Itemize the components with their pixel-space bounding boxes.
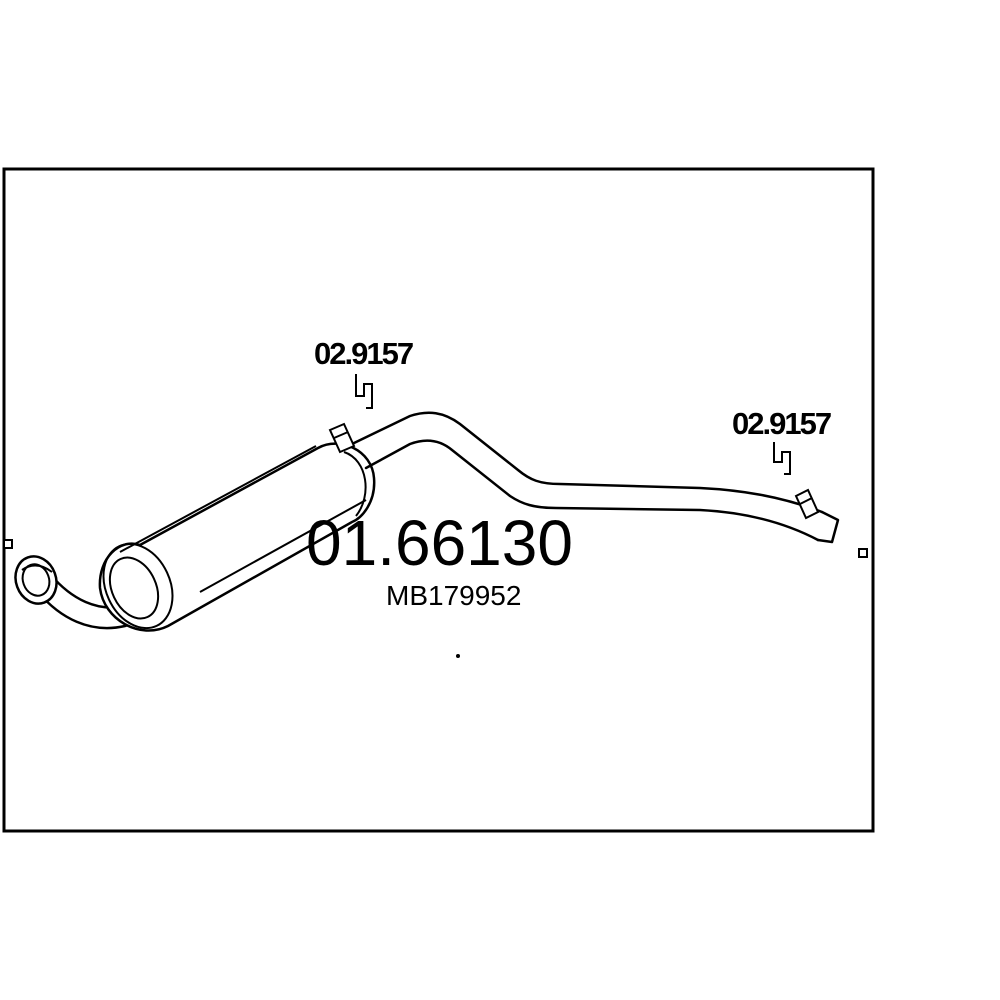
mounting-bracket-2: [794, 488, 820, 520]
right-resize-handle[interactable]: [858, 548, 868, 558]
inlet-flange: [14, 555, 58, 605]
dot-mark: [456, 654, 460, 658]
bracket-ref-label-1: 02.9157: [314, 336, 413, 371]
bracket-ref-label-2: 02.9157: [732, 406, 831, 441]
diagram-frame: [2, 167, 875, 833]
mounting-bracket-1: [328, 422, 356, 454]
tail-pipe: [350, 411, 840, 544]
hanger-icon-1: [355, 374, 373, 409]
silencer: [98, 442, 376, 632]
left-resize-handle[interactable]: [3, 539, 13, 549]
oem-number: MB179952: [386, 580, 521, 611]
hanger-icon-2: [773, 442, 791, 475]
part-number: 01.66130: [306, 507, 573, 579]
